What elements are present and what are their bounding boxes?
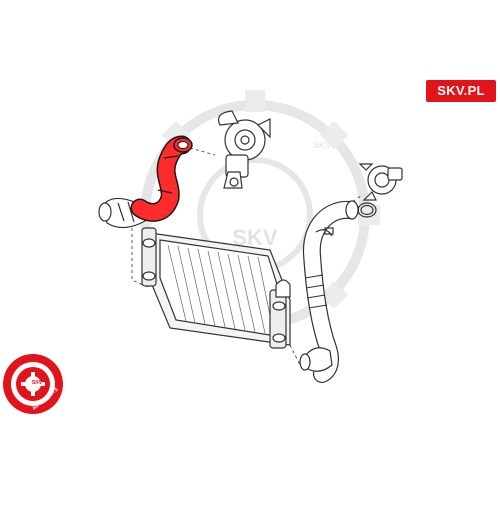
turbocharger <box>217 110 271 189</box>
brand-tag: SKV.PL <box>426 80 496 102</box>
logo-center-text: SKV <box>32 380 43 386</box>
intercooler <box>141 227 291 349</box>
gear-icon <box>21 372 45 396</box>
skv-logo: SKV AUTO PARTS <box>3 354 63 414</box>
throttle-body <box>358 163 403 201</box>
hose-clamp <box>315 227 334 237</box>
charge-pipe <box>299 200 359 383</box>
watermark-small-text: SKV <box>313 140 331 150</box>
brand-tag-text: SKV.PL <box>437 83 485 98</box>
charge-air-hose <box>130 135 193 222</box>
